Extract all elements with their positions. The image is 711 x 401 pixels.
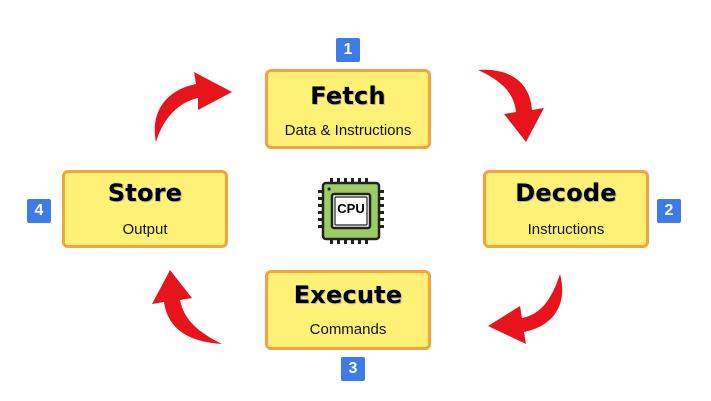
curved-arrow-icon	[478, 69, 544, 142]
step-box-store: Store Output	[62, 170, 228, 248]
curved-arrow-icon	[152, 270, 222, 344]
step-number-badge: 4	[27, 199, 51, 223]
step-number-badge: 2	[657, 199, 681, 223]
step-subtitle: Instructions	[527, 221, 605, 238]
step-title: Fetch	[310, 82, 386, 110]
step-box-execute: Execute Commands	[265, 270, 431, 350]
curved-arrow-icon	[154, 72, 232, 142]
curved-arrow-icon	[488, 274, 563, 344]
step-box-fetch: Fetch Data & Instructions	[265, 69, 431, 149]
step-title: Execute	[293, 281, 403, 309]
step-title: Decode	[515, 179, 617, 207]
step-number-badge: 3	[341, 357, 365, 381]
step-number-badge: 1	[336, 38, 360, 62]
step-box-decode: Decode Instructions	[483, 170, 649, 248]
cpu-chip-icon	[318, 178, 384, 244]
step-subtitle: Output	[122, 221, 168, 238]
step-title: Store	[107, 179, 183, 207]
cpu-label: CPU	[337, 201, 365, 216]
step-subtitle: Commands	[309, 321, 387, 338]
step-subtitle: Data & Instructions	[284, 122, 412, 139]
